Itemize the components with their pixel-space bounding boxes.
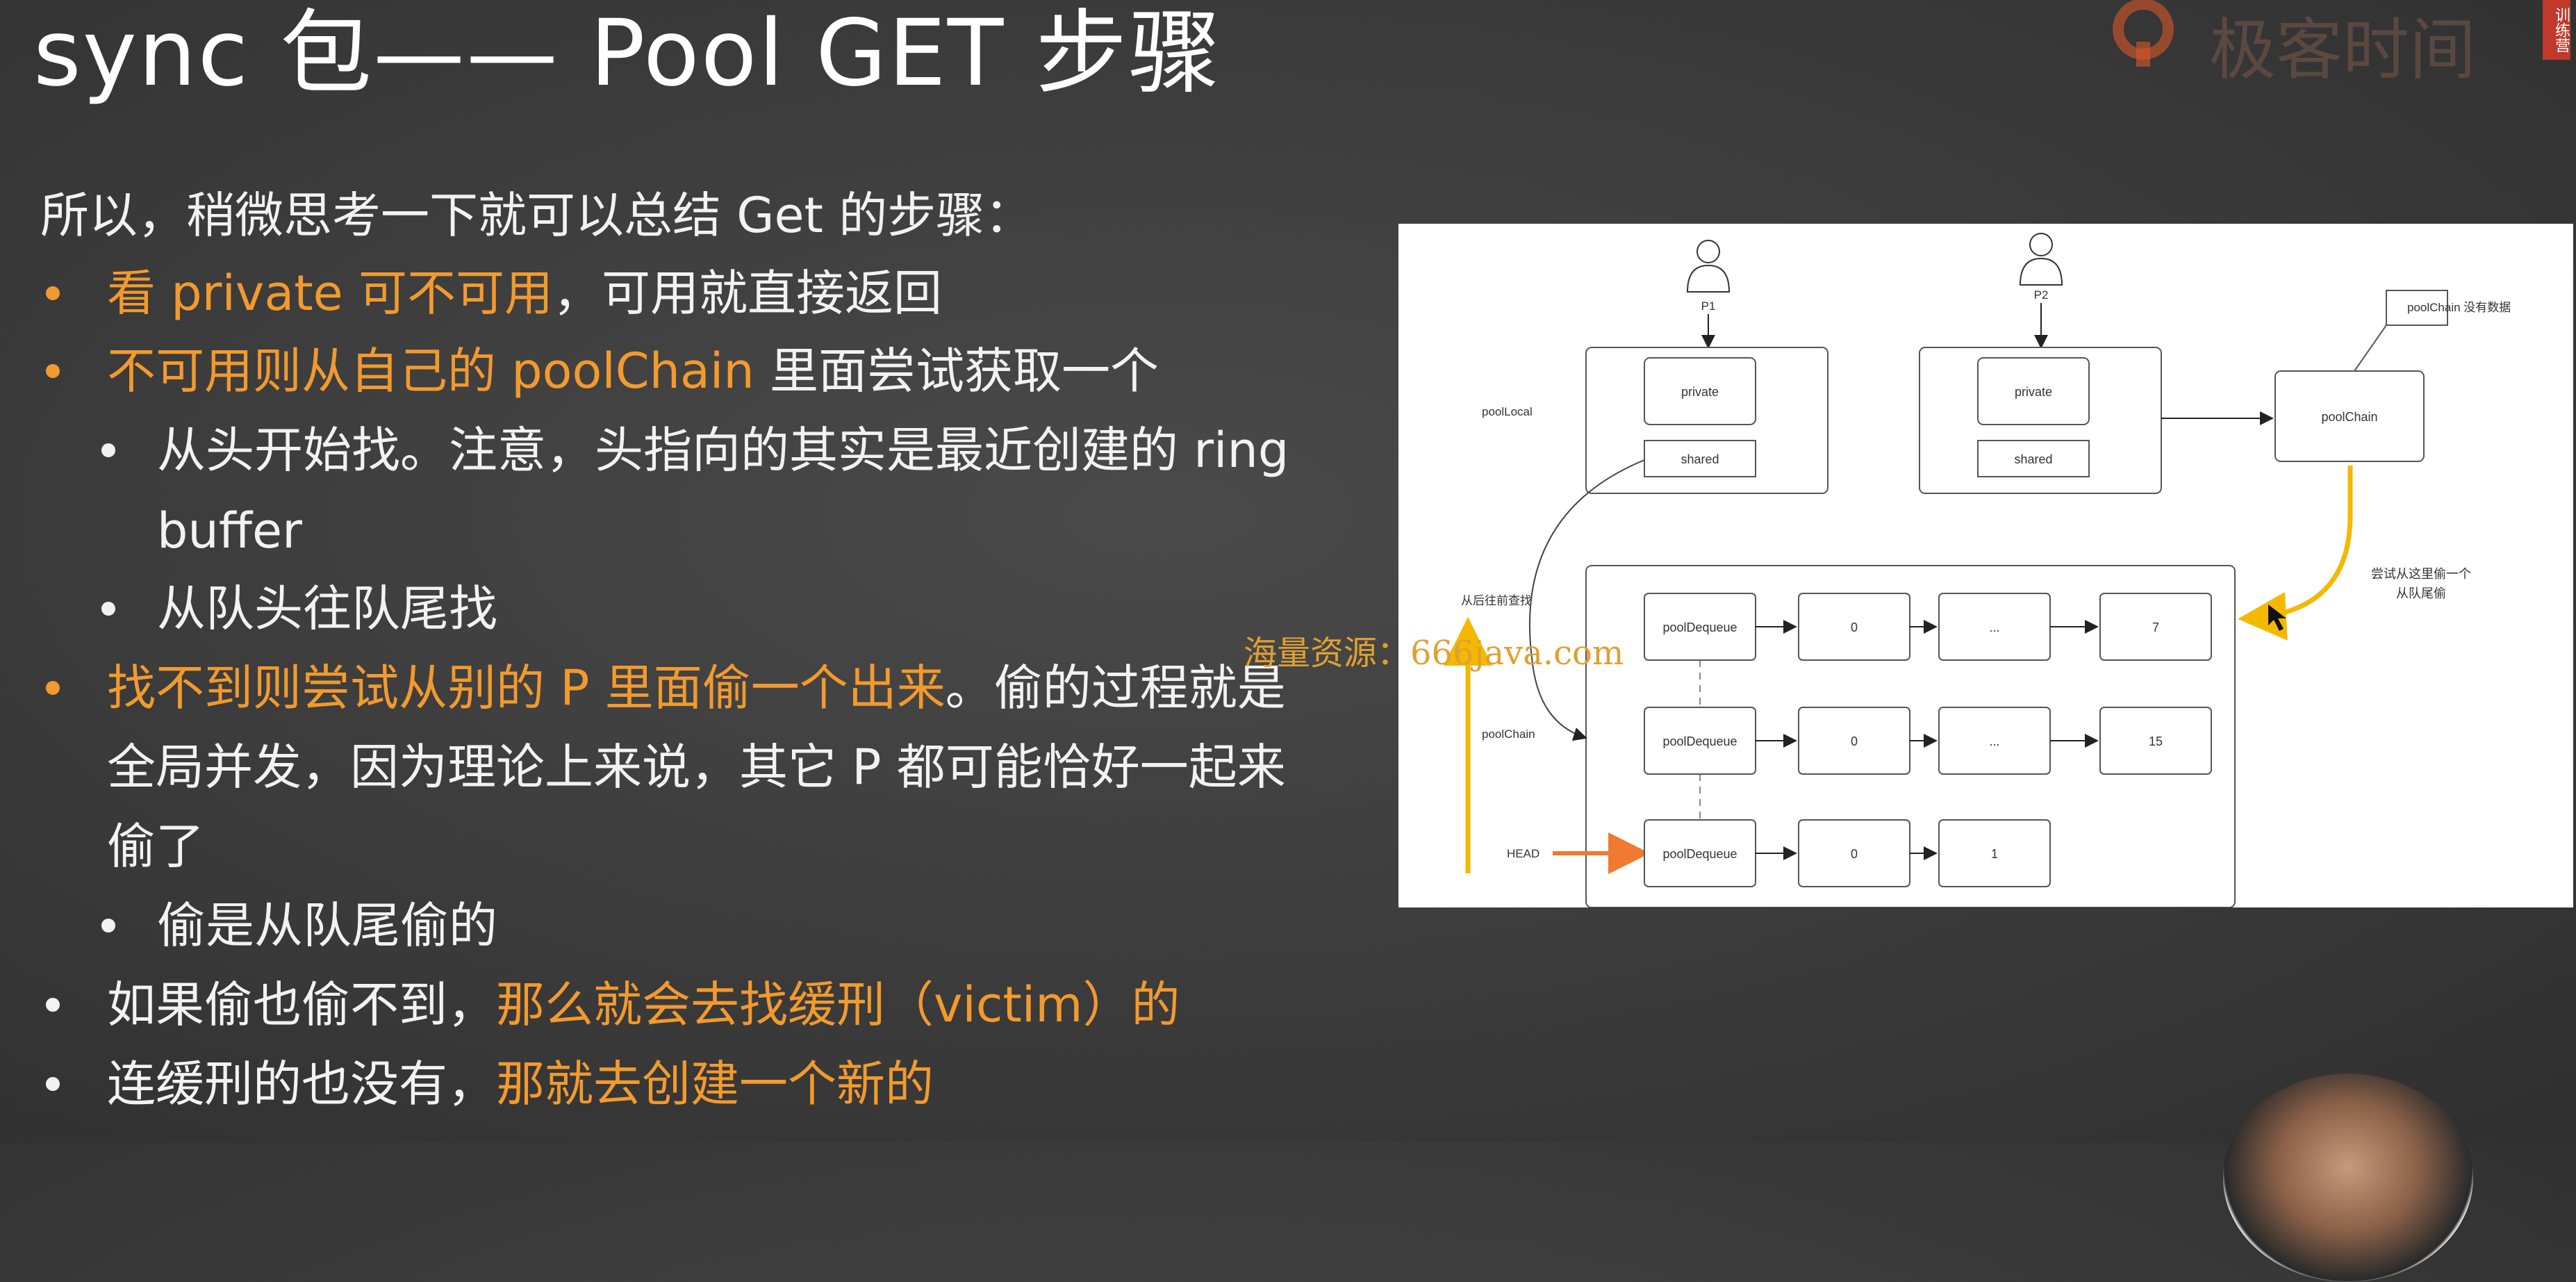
bullet-4-text: 如果偷也偷不到， — [107, 976, 496, 1033]
shared-box-p1 — [1644, 440, 1756, 477]
ring-1-cell-2-value: ... — [1989, 621, 1999, 634]
steal-note-1: 尝试从这里偷一个 — [2371, 567, 2471, 581]
shared-label-p2: shared — [2014, 452, 2052, 466]
pool-diagram-svg: P1 P2 poolLocal private shared private s… — [1444, 233, 2511, 907]
bullet-3-line2: 全局并发，因为理论上来说，其它 P 都可能恰好一起来 — [107, 739, 1286, 796]
pool-diagram: P1 P2 poolLocal private shared private s… — [1398, 224, 2573, 907]
sub-bullet-1-line2: buffer — [157, 502, 302, 559]
bullet-5-text: 连缓刑的也没有， — [107, 1055, 496, 1112]
bullet-4-highlight: 那么就会去找缓刑（victim）的 — [496, 976, 1180, 1033]
bullet-dot — [46, 1077, 60, 1091]
ring-2-cell-2-value: ... — [1989, 734, 1999, 748]
pool-dequeue-3-label: poolDequeue — [1662, 847, 1737, 861]
bullet-1-highlight: 看 private 可不可用 — [107, 265, 553, 322]
pool-local-label: poolLocal — [1482, 405, 1533, 418]
ring-3-cell-2-value: 1 — [1991, 847, 1998, 861]
poolchain-note-text: poolChain 没有数据 — [2407, 301, 2511, 314]
bullet-dot — [46, 286, 60, 300]
bullet-dot — [46, 998, 60, 1012]
private-label-p2: private — [2015, 385, 2052, 399]
shared-box-p2 — [1977, 440, 2090, 477]
bullet-1: 看 private 可不可用，可用就直接返回 — [107, 258, 942, 328]
bullet-2: 不可用则从自己的 poolChain 里面尝试获取一个 — [107, 336, 1159, 406]
ring-3-cell-1-value: 0 — [1851, 847, 1858, 861]
sub-bullet-3: 偷是从队尾偷的 — [157, 897, 497, 954]
poolchain-side-label: poolChain — [1482, 728, 1535, 741]
steal-arrow — [2238, 466, 2353, 641]
bullet-3-line3: 偷了 — [107, 818, 204, 875]
bullet-4: 如果偷也偷不到，那么就会去找缓刑（victim）的 — [107, 970, 1180, 1039]
sub-bullet-1-line1: 从头开始找。注意，头指向的其实是最近创建的 ring — [157, 422, 1289, 479]
ring-3-cell-2 — [1938, 819, 2051, 887]
slide-title: sync 包—— Pool GET 步骤 — [33, 0, 1222, 107]
p2-poolchain-label: poolChain — [2321, 410, 2377, 424]
shared-label-p1: shared — [1681, 452, 1719, 466]
brand-name: 极客时间 — [2209, 11, 2476, 89]
sub-bullet-dot — [101, 602, 115, 616]
ring-2-cell-1-value: 0 — [1851, 734, 1858, 748]
pool-dequeue-2-label: poolDequeue — [1662, 734, 1737, 748]
bullet-1-text: ，可用就直接返回 — [553, 265, 942, 322]
sub-bullet-dot — [101, 919, 115, 932]
presenter-avatar — [2223, 1074, 2473, 1282]
bullet-dot — [46, 681, 60, 695]
steal-note-2: 从队尾偷 — [2396, 586, 2446, 600]
sub-bullet-dot — [101, 443, 115, 457]
bullet-3-text: 。偷的过程就是 — [945, 659, 1286, 716]
bullet-5-highlight: 那就去创建一个新的 — [496, 1055, 934, 1112]
person-p2-icon — [2019, 233, 2063, 286]
sub-bullet-2: 从队头往队尾找 — [157, 580, 497, 637]
ring-1-cell-3-value: 7 — [2152, 621, 2159, 634]
bullet-3-highlight: 找不到则尝试从别的 P 里面偷一个出来 — [107, 659, 946, 716]
note-connector — [2354, 324, 2387, 372]
ring-1-cell-1-value: 0 — [1851, 621, 1858, 634]
shared-to-chain-curve — [1528, 459, 1645, 741]
head-label: HEAD — [1507, 847, 1539, 860]
pool-dequeue-1-label: poolDequeue — [1662, 621, 1737, 634]
poolchain-note-box — [2386, 290, 2448, 326]
watermark: 海量资源：666java.com — [1244, 634, 1624, 673]
ring-1-cell-3 — [2099, 593, 2212, 661]
person-p1-icon — [1686, 240, 1731, 293]
from-back-label: 从后往前查找 — [1461, 594, 1532, 607]
bullet-2-highlight: 不可用则从自己的 poolChain — [107, 343, 754, 400]
private-box-p2 — [1977, 357, 2090, 425]
intro-text: 所以，稍微思考一下就可以总结 Get 的步骤： — [40, 187, 1034, 244]
brand-badge: 训练营 — [2543, 0, 2570, 60]
ring-2-cell-3-value: 15 — [2149, 734, 2163, 748]
bullet-3-line1: 找不到则尝试从别的 P 里面偷一个出来。偷的过程就是 — [107, 653, 1286, 723]
p1-label: P1 — [1701, 299, 1716, 313]
private-box-p1 — [1644, 357, 1756, 425]
bullet-dot — [46, 364, 60, 378]
p2-label: P2 — [2034, 288, 2049, 302]
private-label-p1: private — [1681, 385, 1719, 399]
brand-logo-icon — [2113, 0, 2174, 67]
p2-poolchain-box — [2274, 370, 2425, 462]
bullet-2-text: 里面尝试获取一个 — [754, 343, 1159, 400]
mouse-cursor-icon — [2268, 605, 2286, 631]
bullet-5: 连缓刑的也没有，那就去创建一个新的 — [107, 1049, 934, 1119]
brand-logo: 极客时间 训练营 — [2105, 0, 2576, 89]
ring-2-cell-3 — [2099, 707, 2212, 775]
